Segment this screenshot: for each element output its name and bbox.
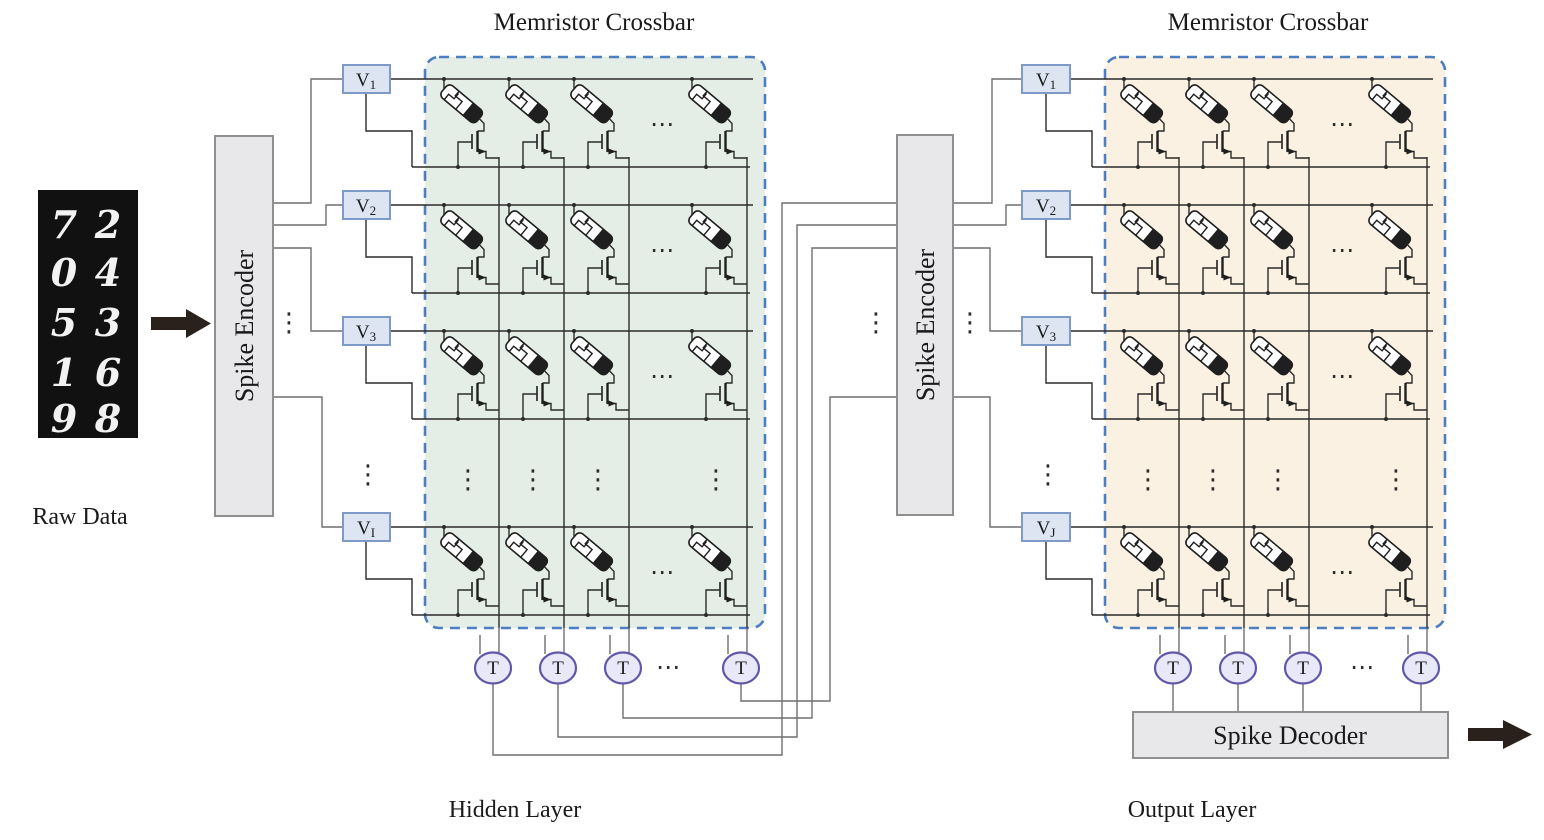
digit: 4 (95, 250, 121, 295)
output-crossbar-grid (1045, 78, 1433, 654)
svg-text:⋮: ⋮ (1200, 465, 1226, 495)
neuron: T (1401, 651, 1441, 685)
output-layer-label: Output Layer (1128, 797, 1257, 823)
hidden-layer-label: Hidden Layer (449, 797, 582, 823)
svg-text:⋯: ⋯ (1330, 236, 1354, 264)
v-input-box: V1 (342, 64, 391, 94)
spike-encoder-1-box (214, 135, 274, 517)
svg-text:VJ: VJ (1037, 518, 1056, 540)
svg-text:T: T (552, 658, 564, 679)
svg-text:⋮: ⋮ (1135, 465, 1161, 495)
neuron: T (721, 651, 761, 685)
spike-encoder-2-label: Spike Encoder (911, 248, 940, 401)
svg-text:T: T (487, 658, 499, 679)
spike-decoder-label: Spike Decoder (1213, 721, 1367, 750)
raw-data-image: 7 2 0 4 5 3 1 6 9 8 (38, 190, 138, 441)
digit: 1 (51, 350, 77, 395)
encoder2-output-wires (953, 78, 1022, 528)
output-neurons: T T T T (1153, 651, 1441, 685)
hidden-neurons: T T T T (473, 651, 761, 685)
digit: 7 (51, 202, 77, 247)
svg-text:T: T (735, 658, 747, 679)
neuron: T (1283, 651, 1323, 685)
svg-text:⋮: ⋮ (703, 465, 729, 495)
svg-text:⋯: ⋯ (1350, 653, 1374, 681)
svg-text:⋯: ⋯ (656, 653, 680, 681)
svg-text:⋮: ⋮ (355, 460, 381, 490)
svg-text:V1: V1 (1036, 70, 1056, 92)
svg-text:V1: V1 (356, 70, 376, 92)
output-v-inputs: V1 V2 V3 VJ (1021, 64, 1071, 542)
svg-text:V2: V2 (1036, 196, 1056, 218)
encoder1-output-wires (273, 78, 343, 528)
v-input-box: V3 (1021, 316, 1071, 346)
spike-encoder-1-label: Spike Encoder (230, 249, 259, 402)
v-input-box: VJ (1021, 512, 1071, 542)
svg-text:⋯: ⋯ (650, 362, 674, 390)
svg-text:⋯: ⋯ (1330, 558, 1354, 586)
svg-text:⋮: ⋮ (520, 465, 546, 495)
spike-encoder-2-box (896, 134, 954, 516)
svg-text:V3: V3 (356, 322, 376, 344)
memristor-crossbar-output-panel (1103, 55, 1447, 630)
svg-text:⋯: ⋯ (650, 236, 674, 264)
digit: 0 (51, 250, 78, 295)
neuron: T (473, 651, 513, 685)
digit: 8 (94, 396, 121, 441)
neuron: T (538, 651, 578, 685)
input-arrow-icon (151, 309, 211, 338)
digit: 2 (94, 202, 121, 247)
v-input-box: V2 (1021, 190, 1071, 220)
svg-text:⋯: ⋯ (1330, 362, 1354, 390)
svg-text:V3: V3 (1036, 322, 1056, 344)
v-input-box: V3 (342, 316, 391, 346)
svg-text:T: T (617, 658, 629, 679)
neuron: T (1218, 651, 1258, 685)
hidden-v-inputs: V1 V2 V3 VI (342, 64, 391, 542)
crossbar-title-output: Memristor Crossbar (1168, 9, 1369, 36)
svg-text:T: T (1415, 658, 1427, 679)
v-input-box: V2 (342, 190, 391, 220)
svg-text:⋯: ⋯ (1330, 110, 1354, 138)
svg-text:VI: VI (357, 518, 375, 540)
neuron: T (1153, 651, 1193, 685)
svg-text:⋮: ⋮ (957, 308, 983, 338)
output-arrow-icon (1468, 720, 1532, 749)
output-neuron-to-decoder-wires (1172, 683, 1422, 712)
v-input-box: VI (342, 512, 391, 542)
svg-text:⋮: ⋮ (455, 465, 481, 495)
svg-text:⋯: ⋯ (650, 110, 674, 138)
spike-decoder-box (1132, 711, 1449, 759)
raw-data-label: Raw Data (32, 504, 128, 530)
svg-text:T: T (1297, 658, 1309, 679)
digit: 9 (51, 396, 77, 441)
digit: 6 (95, 350, 121, 395)
digit: 5 (51, 300, 77, 345)
svg-text:V2: V2 (356, 196, 376, 218)
neuron: T (603, 651, 643, 685)
crossbar-title-hidden: Memristor Crossbar (494, 9, 695, 36)
svg-text:T: T (1167, 658, 1179, 679)
svg-text:⋮: ⋮ (276, 308, 302, 338)
svg-text:⋮: ⋮ (585, 465, 611, 495)
svg-text:⋮: ⋮ (863, 308, 889, 338)
v-input-box: V1 (1021, 64, 1071, 94)
ellipsis-marks: ⋯ ⋯ ⋯ ⋯ ⋯ ⋯ ⋯ ⋯ ⋮ ⋮ ⋮ ⋮ ⋮ ⋮ ⋮ ⋮ ⋮ ⋮ ⋮ ⋮ … (276, 110, 1409, 681)
memristor-crossbar-hidden-panel (423, 55, 767, 630)
hidden-neuron-to-encoder2-wires (492, 202, 897, 756)
svg-text:⋮: ⋮ (1383, 465, 1409, 495)
svg-text:⋯: ⋯ (650, 558, 674, 586)
svg-text:T: T (1232, 658, 1244, 679)
svg-text:⋮: ⋮ (1035, 460, 1061, 490)
svg-text:⋮: ⋮ (1265, 465, 1291, 495)
digit: 3 (95, 300, 121, 345)
